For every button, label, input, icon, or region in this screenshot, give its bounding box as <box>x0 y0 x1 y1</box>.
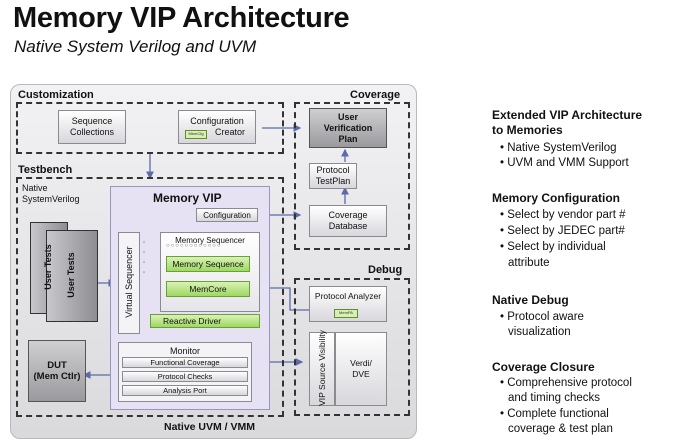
memcore-box[interactable]: MemCore <box>166 281 250 297</box>
sidebar-bullet: • Protocol aware <box>500 311 584 323</box>
reactive-driver-box[interactable]: Reactive Driver <box>150 314 260 328</box>
sidebar-heading-extended-vip: Extended VIP Architecture to Memories <box>492 108 642 138</box>
sidebar-bullet: • Native SystemVerilog <box>500 142 617 154</box>
reactive-driver-text: Reactive Driver <box>163 315 222 326</box>
page-title: Memory VIP Architecture <box>13 2 350 34</box>
protocol-analyzer-text: Protocol Analyzer <box>314 291 382 301</box>
debug-label: Debug <box>368 264 403 276</box>
user-tests-card-front[interactable] <box>46 230 98 322</box>
configuration-creator-line1: Configuration <box>190 116 244 126</box>
testbench-region <box>16 177 284 417</box>
dut-sub-text: (Mem Ctlr) <box>33 371 81 382</box>
vip-configuration-text: Configuration <box>203 210 251 220</box>
coverage-database-text: Coverage Database <box>328 210 368 231</box>
protocol-checks-text: Protocol Checks <box>157 372 213 381</box>
sequence-collections-text: Sequence Collections <box>69 116 115 137</box>
vip-source-visibility-box[interactable] <box>309 332 335 406</box>
coverage-label: Coverage <box>350 89 401 101</box>
memcfg-chip: MemCfg <box>185 130 207 139</box>
sidebar-bullet: • UVM and VMM Support <box>500 157 629 169</box>
vip-configuration-box[interactable]: Configuration <box>196 208 258 222</box>
memory-sequence-text: Memory Sequence <box>172 258 244 269</box>
sidebar-bullet: • Select by vendor part # <box>500 209 626 221</box>
native-sv-line1: Native <box>22 183 48 193</box>
virtual-sequencer-box[interactable] <box>118 232 140 334</box>
memory-sequencer-text: Memory Sequencer <box>175 236 245 245</box>
virtual-sequencer-text: Virtual Sequencer <box>124 246 134 318</box>
debug-region <box>294 278 410 416</box>
configuration-creator-line2: Creator <box>214 127 245 137</box>
sidebar-bullet-continuation: attribute <box>508 257 550 269</box>
memcore-text: MemCore <box>189 283 227 294</box>
sidebar-heading-native-debug: Native Debug <box>492 293 569 307</box>
customization-region <box>16 102 284 154</box>
verdi-text: Verdi/ <box>350 358 372 368</box>
monitor-text: Monitor <box>169 346 200 356</box>
protocol-checks-box[interactable]: Protocol Checks <box>122 371 248 382</box>
dut-text: DUT <box>47 360 67 371</box>
memory-sequencer-ports: ○○○○○○○○○○○○ <box>166 243 222 249</box>
coverage-region <box>294 102 410 250</box>
protocol-testplan-text: Protocol TestPlan <box>315 165 351 186</box>
sidebar-heading-extended-vip-line1: Extended VIP Architecture <box>492 108 643 122</box>
sidebar-bullet: • Comprehensive protocol <box>500 377 632 389</box>
sidebar-heading-extended-vip-line2: to Memories <box>492 123 563 137</box>
memory-sequencer-box[interactable]: Memory Sequencer <box>160 232 260 312</box>
customization-label: Customization <box>18 89 94 101</box>
page-subtitle: Native System Verilog and UVM <box>14 37 257 56</box>
native-systemverilog-label: Native SystemVerilog <box>22 183 80 205</box>
sidebar-bullet-continuation: and timing checks <box>508 392 601 404</box>
coverage-database-box[interactable]: Coverage Database <box>309 205 387 237</box>
user-tests-front-text: User Tests <box>66 252 76 298</box>
user-verification-plan-box[interactable]: User Verification Plan <box>309 108 387 148</box>
sequence-collections-box[interactable]: Sequence Collections <box>58 110 126 144</box>
sidebar-bullet-continuation: coverage & test plan <box>508 423 613 435</box>
virtual-sequencer-ports: ▫▫▫▫ <box>143 240 147 276</box>
vip-source-visibility-text: VIP Source Visibility <box>317 330 327 406</box>
analysis-port-text: Analysis Port <box>163 386 207 395</box>
verdi-dve-box[interactable]: Verdi/ DVE <box>335 332 387 406</box>
user-verification-plan-text: User Verification Plan <box>323 111 373 144</box>
testbench-label: Testbench <box>18 164 73 176</box>
sidebar-heading-memory-configuration: Memory Configuration <box>492 191 620 205</box>
user-tests-back-text: User Tests <box>43 244 53 290</box>
dut-box[interactable]: DUT (Mem Ctlr) <box>28 340 86 402</box>
memory-vip-title: Memory VIP <box>153 191 222 205</box>
mempa-chip: MemPA <box>334 309 358 318</box>
sidebar-bullet-continuation: visualization <box>508 326 571 338</box>
sidebar-bullet: • Complete functional <box>500 408 609 420</box>
sidebar-bullet: • Select by JEDEC part# <box>500 225 625 237</box>
native-sv-line2: SystemVerilog <box>22 194 80 204</box>
native-uvm-vmm-label: Native UVM / VMM <box>164 421 256 433</box>
dve-text: DVE <box>352 369 370 379</box>
analysis-port-box[interactable]: Analysis Port <box>122 385 248 396</box>
sidebar-heading-coverage-closure: Coverage Closure <box>492 360 595 374</box>
functional-coverage-box[interactable]: Functional Coverage <box>122 357 248 368</box>
functional-coverage-text: Functional Coverage <box>150 358 220 367</box>
memory-sequence-box[interactable]: Memory Sequence <box>166 256 250 272</box>
sidebar-bullet: • Select by individual <box>500 241 606 253</box>
protocol-testplan-box[interactable]: Protocol TestPlan <box>309 163 357 189</box>
